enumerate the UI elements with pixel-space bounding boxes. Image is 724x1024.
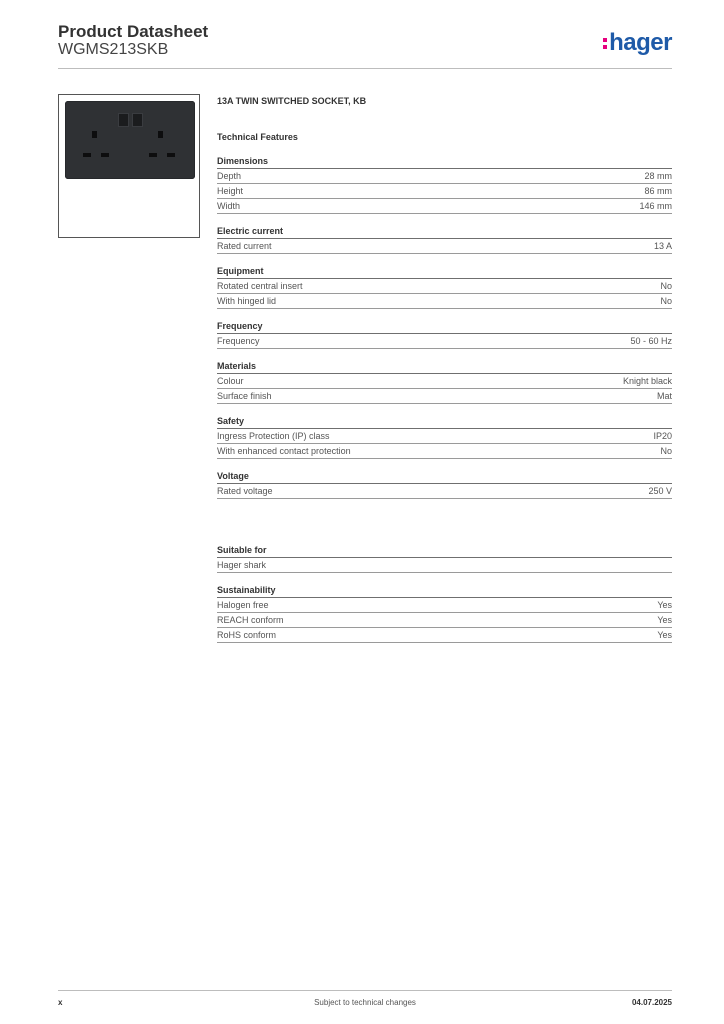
footer-date: 04.07.2025 bbox=[631, 998, 672, 1007]
section-title: Voltage bbox=[217, 469, 672, 484]
spec-row: Halogen free Yes bbox=[217, 598, 672, 613]
spec-label: Width bbox=[217, 201, 241, 211]
spec-label: Colour bbox=[217, 376, 244, 386]
spec-row: Height 86 mm bbox=[217, 184, 672, 199]
spec-value: Mat bbox=[656, 391, 672, 401]
page-title: Product Datasheet bbox=[58, 22, 209, 41]
twin-socket-image bbox=[65, 101, 195, 179]
hager-logo: hager bbox=[603, 28, 672, 58]
footer-note: Subject to technical changes bbox=[314, 998, 416, 1007]
spec-label: Rotated central insert bbox=[217, 281, 303, 291]
logo-text: hager bbox=[609, 29, 672, 56]
spec-label: Hager shark bbox=[217, 560, 267, 570]
spec-row: Frequency 50 - 60 Hz bbox=[217, 334, 672, 349]
spec-value: 13 A bbox=[653, 241, 672, 251]
page-footer: x Subject to technical changes 04.07.202… bbox=[58, 998, 672, 1010]
spec-label: With hinged lid bbox=[217, 296, 277, 306]
spec-value: 86 mm bbox=[644, 186, 672, 196]
product-name: 13A TWIN SWITCHED SOCKET, KB bbox=[217, 96, 367, 106]
section-title: Frequency bbox=[217, 319, 672, 334]
spec-value: Yes bbox=[657, 630, 672, 640]
spec-label: Depth bbox=[217, 171, 242, 181]
spec-label: REACH conform bbox=[217, 615, 284, 625]
spec-label: RoHS conform bbox=[217, 630, 277, 640]
section-title: Electric current bbox=[217, 224, 672, 239]
footer-left: x bbox=[58, 998, 63, 1007]
spec-row: Depth 28 mm bbox=[217, 169, 672, 184]
spec-label: With enhanced contact protection bbox=[217, 446, 351, 456]
technical-features-title: Technical Features bbox=[217, 132, 298, 142]
spec-value: Yes bbox=[657, 600, 672, 610]
spec-value: 250 V bbox=[648, 486, 672, 496]
spec-row: REACH conform Yes bbox=[217, 613, 672, 628]
spec-row: Ingress Protection (IP) class IP20 bbox=[217, 429, 672, 444]
spec-value: Yes bbox=[657, 615, 672, 625]
spec-content: 13A TWIN SWITCHED SOCKET, KB Technical F… bbox=[217, 94, 672, 643]
spec-label: Frequency bbox=[217, 336, 260, 346]
header-divider bbox=[58, 68, 672, 69]
spec-row: Surface finish Mat bbox=[217, 389, 672, 404]
section-title: Sustainability bbox=[217, 583, 672, 598]
spec-label: Surface finish bbox=[217, 391, 272, 401]
spec-value: 146 mm bbox=[639, 201, 672, 211]
logo-dots-icon bbox=[603, 37, 608, 49]
section-title: Equipment bbox=[217, 264, 672, 279]
switch-left-icon bbox=[118, 113, 129, 127]
section-title: Materials bbox=[217, 359, 672, 374]
spec-value: No bbox=[660, 281, 672, 291]
spec-value: 28 mm bbox=[644, 171, 672, 181]
spec-row: With enhanced contact protection No bbox=[217, 444, 672, 459]
spec-row: With hinged lid No bbox=[217, 294, 672, 309]
section-title: Dimensions bbox=[217, 154, 672, 169]
product-code: WGMS213SKB bbox=[58, 41, 169, 58]
spec-row: Hager shark bbox=[217, 558, 672, 573]
spec-row: Rotated central insert No bbox=[217, 279, 672, 294]
spec-value: No bbox=[660, 446, 672, 456]
spec-row: Width 146 mm bbox=[217, 199, 672, 214]
spec-label: Halogen free bbox=[217, 600, 269, 610]
spec-row: Rated voltage 250 V bbox=[217, 484, 672, 499]
spec-row: Colour Knight black bbox=[217, 374, 672, 389]
spec-row: RoHS conform Yes bbox=[217, 628, 672, 643]
switch-right-icon bbox=[132, 113, 143, 127]
spec-label: Ingress Protection (IP) class bbox=[217, 431, 330, 441]
spec-value: 50 - 60 Hz bbox=[630, 336, 672, 346]
spec-label: Rated voltage bbox=[217, 486, 273, 496]
spec-row: Rated current 13 A bbox=[217, 239, 672, 254]
spec-value: Knight black bbox=[622, 376, 672, 386]
page-header: Product Datasheet WGMS213SKB hager bbox=[58, 20, 672, 68]
spec-value: IP20 bbox=[653, 431, 672, 441]
product-image bbox=[58, 94, 200, 238]
spec-value: No bbox=[660, 296, 672, 306]
section-title: Suitable for bbox=[217, 543, 672, 558]
section-title: Safety bbox=[217, 414, 672, 429]
spec-label: Rated current bbox=[217, 241, 272, 251]
spec-label: Height bbox=[217, 186, 244, 196]
footer-divider bbox=[58, 990, 672, 991]
